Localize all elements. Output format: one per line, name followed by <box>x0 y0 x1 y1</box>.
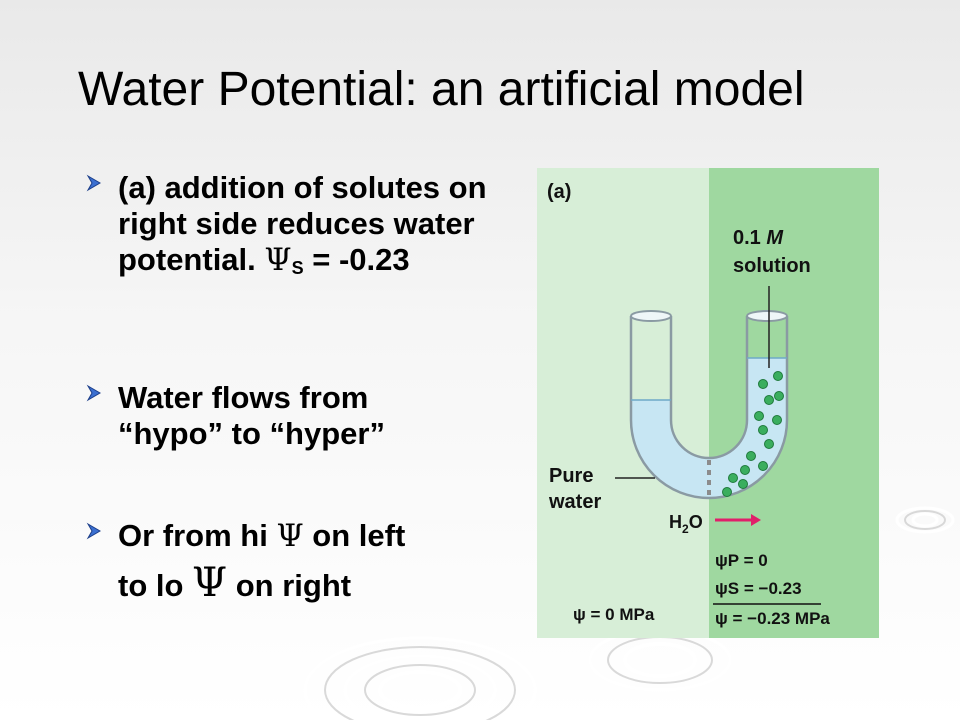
bullet-solute-addition: (a) addition of solutes on right side re… <box>84 170 504 286</box>
h2o-h: H <box>669 512 682 532</box>
psi-s-readout: ψS = −0.23 <box>715 579 802 598</box>
tube-right-opening <box>746 310 788 322</box>
u-tube-figure: (a) 0.1 M solution Pure water H2O ψP = 0… <box>537 168 879 638</box>
h2o-sub: 2 <box>682 522 689 536</box>
psi-symbol: Ψ <box>264 242 292 278</box>
left-psi-readout: ψ = 0 MPa <box>573 605 655 624</box>
psi-subscript: S <box>291 258 304 278</box>
bullet-3-part1: Or from hi <box>118 518 268 553</box>
bullet-arrow-icon <box>86 384 101 402</box>
bullet-water-flow: Water flows from “hypo” to “hyper” <box>84 380 385 452</box>
psi-p-readout: ψP = 0 <box>715 551 768 570</box>
svg-text:0.1 M: 0.1 M <box>733 227 784 249</box>
bullet-arrow-icon <box>86 174 101 192</box>
panel-label: (a) <box>547 181 571 203</box>
svg-text:H2O: H2O <box>669 512 703 536</box>
solution-word: solution <box>733 255 811 277</box>
bullet-3-part4: on right <box>235 568 352 603</box>
bullet-1-text: (a) addition of solutes on right side re… <box>118 170 487 277</box>
pure-water-label-1: Pure <box>549 465 593 487</box>
psi-symbol-large: Ψ <box>192 560 228 606</box>
bullet-hi-to-lo: Or from hi Ψ on left to lo Ψ on right <box>84 518 405 611</box>
psi-total-readout: ψ = −0.23 MPa <box>715 609 830 628</box>
bullet-2-line1: Water flows from <box>118 380 369 415</box>
bullet-3-part3: to lo <box>118 568 184 603</box>
solute-particles <box>722 371 784 497</box>
psi-value: = -0.23 <box>303 242 410 277</box>
h2o-o: O <box>689 512 703 532</box>
bullet-2-line2: “hypo” to “hyper” <box>118 416 385 451</box>
psi-symbol: Ψ <box>276 518 304 554</box>
solution-num: 0.1 <box>733 227 761 249</box>
tube-outer <box>629 316 789 500</box>
bullet-arrow-icon <box>86 522 101 540</box>
pure-water-label-2: water <box>548 491 601 513</box>
tube-inner <box>669 316 749 460</box>
bullet-3-part2: on left <box>312 518 406 553</box>
tube-left-opening <box>630 310 672 322</box>
slide-title: Water Potential: an artificial model <box>78 63 805 116</box>
right-panel-bg <box>709 168 879 638</box>
left-panel-bg <box>537 168 709 638</box>
solution-unit: M <box>766 227 784 249</box>
